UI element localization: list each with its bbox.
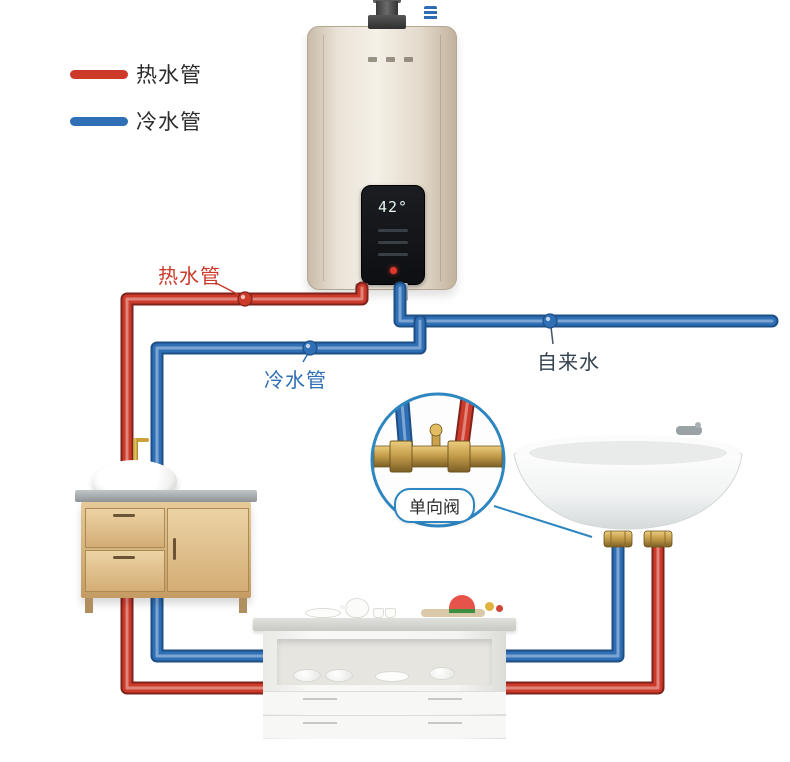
fruit bbox=[485, 602, 494, 611]
bathtub bbox=[510, 420, 746, 538]
drawer-handle bbox=[113, 556, 135, 559]
cold-main-pipe bbox=[393, 281, 779, 328]
bowl bbox=[293, 669, 321, 682]
island-drawer bbox=[263, 691, 506, 714]
watermelon-slice bbox=[449, 595, 475, 613]
brand-logo-mark bbox=[424, 6, 437, 20]
touch-control[interactable] bbox=[378, 241, 408, 244]
vanity-leg bbox=[85, 598, 93, 613]
island-drawer bbox=[263, 715, 506, 738]
hot-pipe-label: 热水管 bbox=[158, 266, 221, 288]
legend-hot-label: 热水管 bbox=[136, 64, 202, 87]
cup bbox=[385, 608, 396, 618]
drawer-handle bbox=[428, 722, 462, 724]
temperature-display: 42° bbox=[377, 198, 409, 216]
tap-water-label: 自来水 bbox=[537, 352, 600, 374]
plate-stack bbox=[375, 671, 409, 682]
cold-pipe-label: 冷水管 bbox=[264, 370, 327, 392]
vanity-leg bbox=[239, 598, 247, 613]
vent-marking bbox=[368, 57, 377, 62]
bowl bbox=[325, 669, 353, 682]
vent-marking bbox=[386, 57, 395, 62]
vanity-cabinet bbox=[81, 502, 251, 598]
legend-cold-swatch bbox=[70, 117, 128, 126]
bathtub-shape bbox=[513, 422, 743, 530]
drawer-handle bbox=[428, 698, 462, 700]
faucet-icon bbox=[133, 438, 138, 462]
bathroom-vanity bbox=[75, 438, 257, 614]
vanity-countertop bbox=[75, 490, 257, 502]
door-handle bbox=[173, 538, 176, 560]
tub-faucet-icon bbox=[676, 426, 702, 435]
vent-marking bbox=[404, 57, 413, 62]
faucet-icon bbox=[133, 438, 149, 442]
plate-stack bbox=[305, 608, 341, 618]
teapot bbox=[340, 598, 369, 618]
vanity-door bbox=[167, 508, 249, 592]
kitchen-island bbox=[253, 595, 516, 742]
tub-faucet-knob bbox=[695, 422, 701, 428]
vent-base bbox=[368, 15, 406, 29]
island-countertop bbox=[253, 618, 516, 631]
cup bbox=[373, 608, 384, 618]
legend-hot-swatch bbox=[70, 70, 128, 79]
bowl bbox=[429, 667, 455, 680]
cutting-board bbox=[421, 609, 485, 617]
seam-line bbox=[323, 35, 324, 281]
legend-cold-label: 冷水管 bbox=[136, 111, 202, 134]
power-indicator bbox=[389, 267, 397, 274]
drawer-handle bbox=[303, 698, 337, 700]
open-shelf bbox=[277, 639, 492, 685]
control-panel: 42° bbox=[361, 185, 425, 285]
check-valve-label: 单向阀 bbox=[394, 488, 475, 523]
touch-control[interactable] bbox=[378, 229, 408, 232]
drawer-handle bbox=[113, 514, 135, 517]
tub-basin bbox=[529, 441, 727, 465]
vent-pipe bbox=[376, 1, 398, 17]
touch-control[interactable] bbox=[378, 253, 408, 256]
island-body bbox=[263, 631, 506, 739]
seam-line bbox=[440, 35, 441, 281]
drawer-handle bbox=[303, 722, 337, 724]
fruit bbox=[496, 605, 503, 612]
